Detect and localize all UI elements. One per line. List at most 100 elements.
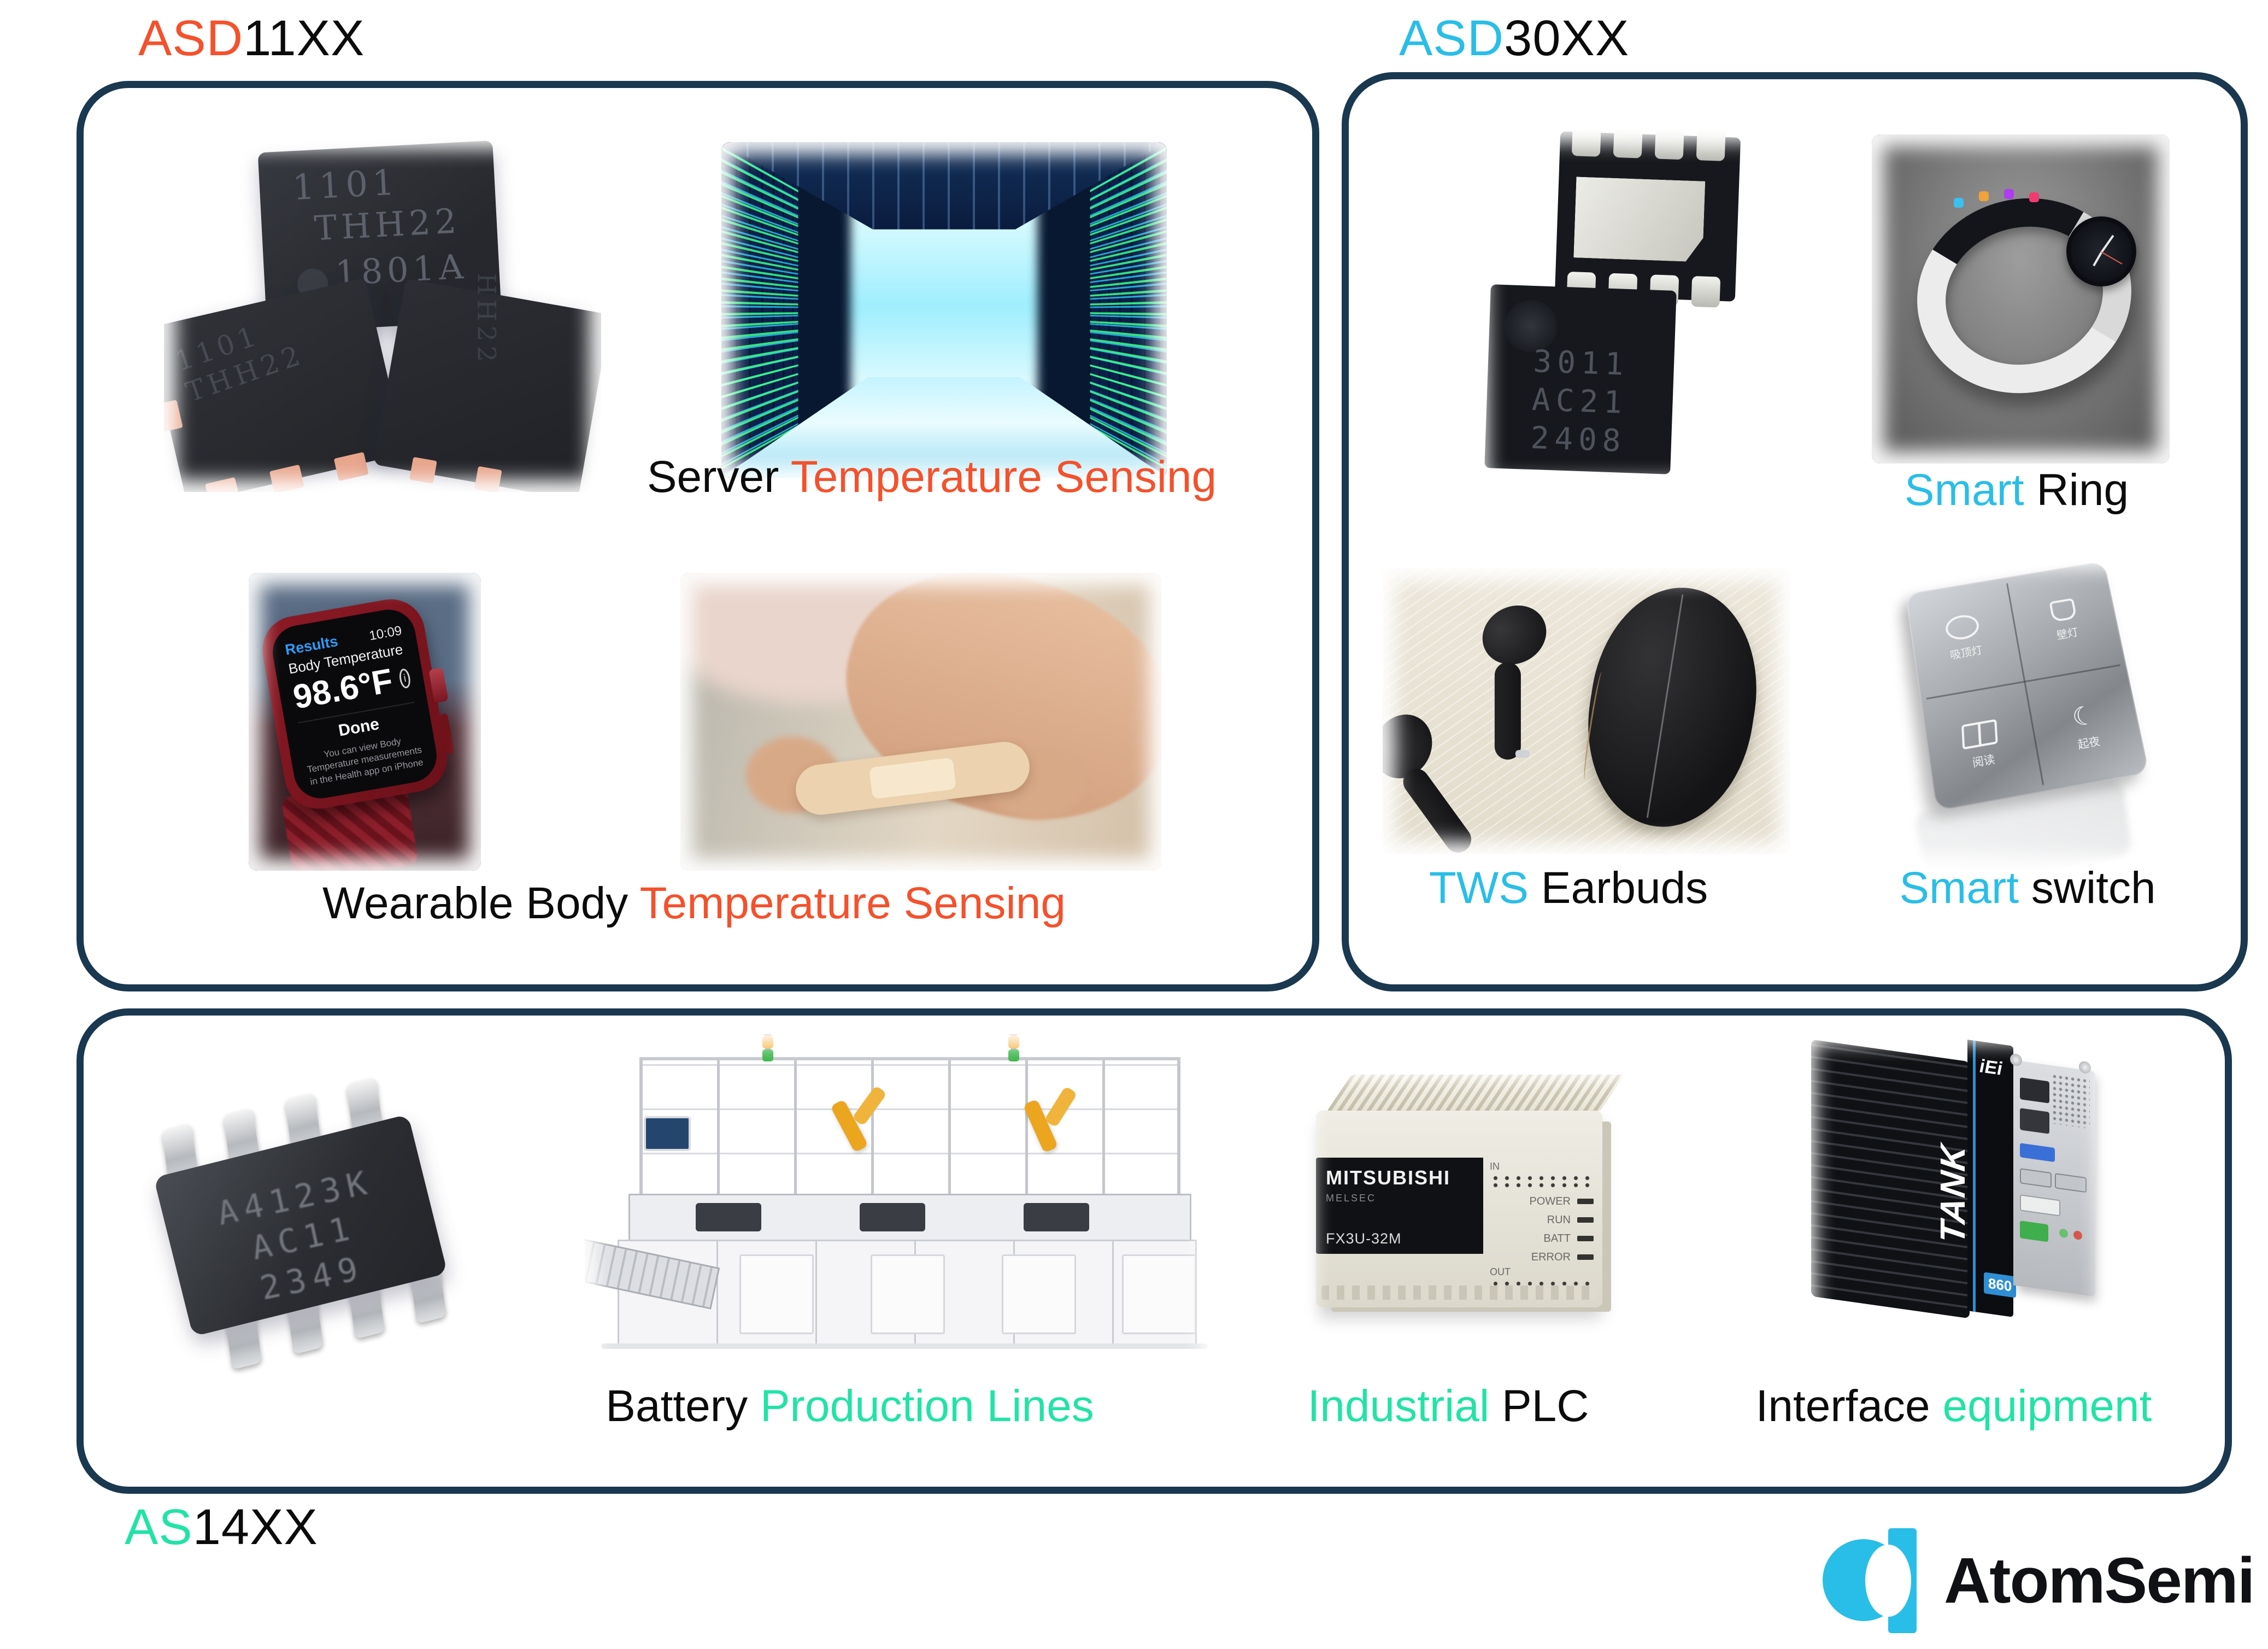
switch-label: 壁灯 bbox=[2055, 626, 2079, 642]
tower-lamp-orange bbox=[1008, 1036, 1019, 1048]
switch-panel: 吸顶灯 壁灯 阅读 ☾ 起夜 bbox=[1905, 561, 2149, 812]
chip-pad bbox=[409, 456, 437, 484]
as14xx-chip-photo: A4123K AC11 2349 bbox=[115, 1045, 497, 1408]
serial-port bbox=[2020, 1168, 2052, 1188]
usb-lan-ports bbox=[2020, 1077, 2049, 1104]
tower-lamp-green bbox=[762, 1049, 773, 1061]
audio-jack-green bbox=[2059, 1228, 2068, 1239]
caption-part: TWS bbox=[1429, 863, 1529, 913]
tower-lamp-green bbox=[1008, 1049, 1019, 1061]
plc-led-label: RUN bbox=[1547, 1213, 1571, 1226]
atomsemi-logo: AtomSemi bbox=[1823, 1528, 2255, 1633]
pc-model-name: TANK bbox=[1933, 1141, 1972, 1246]
plc-brand: MITSUBISHI bbox=[1326, 1166, 1451, 1189]
pc-blue-stripe bbox=[1973, 1040, 1976, 1312]
chip-pad bbox=[1571, 130, 1601, 157]
cabinet-door bbox=[871, 1254, 945, 1334]
industrial-pc-photo: iEi TANK 860 bbox=[1803, 1031, 2110, 1354]
machine-deck bbox=[628, 1194, 1191, 1243]
industrial-plc-photo: MITSUBISHI MELSEC FX3U-32M IN POWER RUN … bbox=[1301, 1065, 1650, 1351]
ceiling-light-icon bbox=[1943, 612, 1981, 642]
pc-io-panel bbox=[2010, 1053, 2095, 1297]
serial-port bbox=[2055, 1173, 2087, 1193]
server-rack-wall-right bbox=[1090, 142, 1167, 478]
vent-holes bbox=[2052, 1073, 2090, 1129]
watch-side-button bbox=[439, 713, 455, 755]
ring-app-icon bbox=[1954, 198, 1964, 208]
case-seam bbox=[1646, 594, 1684, 818]
chip-pad bbox=[333, 451, 369, 482]
caption-part: switch bbox=[2019, 863, 2156, 913]
caption-part: Wearable Body bbox=[322, 878, 640, 928]
plc-led-label: POWER bbox=[1529, 1195, 1571, 1207]
chip-pad bbox=[205, 477, 240, 492]
chip-thermal-pad bbox=[1573, 177, 1705, 262]
floor-line bbox=[601, 1343, 1208, 1349]
machine-frame bbox=[639, 1057, 1180, 1200]
hmi-screen bbox=[644, 1116, 691, 1151]
caption-part: PLC bbox=[1489, 1381, 1589, 1431]
asd30-chip-marking-1: 3011 bbox=[1532, 343, 1630, 383]
server-aisle-glow bbox=[850, 196, 1038, 397]
usb-lan-ports bbox=[2020, 1108, 2049, 1134]
pc-front-band: iEi TANK 860 bbox=[1933, 1040, 2017, 1317]
chip-pad bbox=[1696, 130, 1726, 161]
switch-button-wall-lamp: 壁灯 bbox=[2005, 561, 2126, 681]
smart-ring-photo bbox=[1872, 134, 2170, 463]
atomsemi-logo-icon bbox=[1823, 1528, 1925, 1633]
pc-model-number: 860 bbox=[1984, 1272, 2017, 1298]
info-icon: i bbox=[398, 667, 412, 689]
power-led bbox=[1577, 1199, 1594, 1204]
family-label-asd30xx: ASD30XX bbox=[1399, 10, 1629, 67]
qfn-chip-right: HH22 bbox=[373, 273, 601, 492]
vga-port bbox=[2020, 1143, 2055, 1163]
clock-second-hand bbox=[2101, 251, 2123, 265]
caption-part: Production Lines bbox=[760, 1381, 1094, 1431]
plc-front-label: MITSUBISHI MELSEC FX3U-32M bbox=[1316, 1158, 1483, 1254]
earbud-stem bbox=[1398, 764, 1477, 854]
qfn-chip-left: 1101 THH22 bbox=[164, 278, 406, 492]
caption-part: Earbuds bbox=[1528, 863, 1708, 913]
tws-earbuds-photo bbox=[1383, 568, 1790, 854]
asd11xx-chip-photo: 1101 THH22 1801A 1101 THH22 HH22 bbox=[164, 137, 601, 492]
family-label-asd30xx-suffix: 30XX bbox=[1504, 10, 1630, 66]
caption-part: Battery bbox=[606, 1381, 760, 1431]
earbud-head bbox=[1472, 594, 1557, 676]
caption-smart-ring: Smart Ring bbox=[1847, 465, 2186, 516]
terminal-block bbox=[2020, 1220, 2048, 1242]
caption-part: Temperature Sensing bbox=[790, 452, 1217, 502]
clock-hand bbox=[2100, 234, 2114, 254]
battery-line-photo bbox=[585, 1034, 1213, 1375]
watch-crown bbox=[428, 667, 449, 703]
pc-brand: iEi bbox=[1979, 1055, 2002, 1080]
chip-pad bbox=[474, 466, 502, 492]
machine-window bbox=[696, 1203, 761, 1231]
plc-series: MELSEC bbox=[1326, 1193, 1377, 1204]
caption-part: Interface bbox=[1755, 1381, 1943, 1431]
bandage-pad bbox=[868, 757, 957, 800]
switch-label: 阅读 bbox=[1971, 753, 1996, 770]
ring-clock-face bbox=[2066, 216, 2136, 286]
asd30-chip-marking-3: 2408 bbox=[1530, 420, 1627, 459]
smart-switch-photo: 吸顶灯 壁灯 阅读 ☾ 起夜 bbox=[1880, 555, 2181, 869]
chip-pad bbox=[1691, 275, 1721, 308]
switch-button-reading: 阅读 bbox=[1920, 681, 2044, 811]
batt-led bbox=[1577, 1236, 1594, 1241]
soic-chip: A4123K AC11 2349 bbox=[125, 1077, 477, 1374]
caption-part: equipment bbox=[1942, 1381, 2152, 1431]
caption-part: Industrial bbox=[1307, 1381, 1490, 1431]
machine-window bbox=[1024, 1203, 1089, 1231]
tower-lamp-red bbox=[1008, 1034, 1019, 1035]
server-rack-wall-left bbox=[721, 142, 798, 478]
caption-battery-production-lines: Battery Production Lines bbox=[541, 1381, 1159, 1432]
switch-label: 吸顶灯 bbox=[1949, 644, 1983, 661]
arm-shape bbox=[818, 573, 1161, 854]
family-label-as14xx: AS14XX bbox=[125, 1499, 318, 1556]
ring-app-icon bbox=[1979, 191, 1989, 201]
chip-pad bbox=[1613, 130, 1643, 159]
moon-icon: ☾ bbox=[2069, 699, 2098, 732]
asd30xx-chip-photo: 3011 AC21 2408 bbox=[1476, 130, 1814, 492]
signal-tower bbox=[762, 1034, 773, 1061]
screw bbox=[2079, 1060, 2091, 1075]
family-label-as14xx-suffix: 14XX bbox=[192, 1499, 318, 1555]
